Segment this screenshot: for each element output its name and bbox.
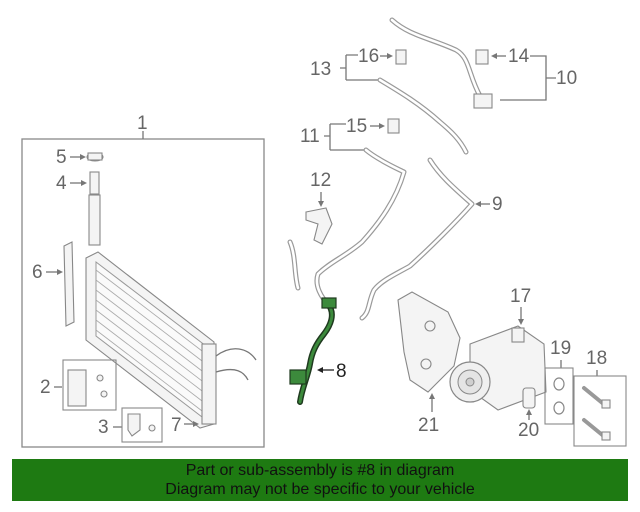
callout-12[interactable]: 12 bbox=[310, 170, 331, 191]
pipe-9-assembly bbox=[359, 157, 475, 321]
drier-part bbox=[89, 171, 100, 195]
callout-13[interactable]: 13 bbox=[310, 59, 331, 80]
valve-cap-16 bbox=[395, 49, 407, 65]
callout-19[interactable]: 19 bbox=[550, 338, 571, 359]
bolt-parts bbox=[582, 386, 611, 441]
clip-part bbox=[127, 413, 141, 437]
pipe-10-assembly bbox=[377, 17, 493, 155]
callout-7[interactable]: 7 bbox=[171, 415, 182, 436]
callout-3[interactable]: 3 bbox=[98, 417, 109, 438]
bracket-12 bbox=[305, 207, 333, 245]
banner-line-1: Part or sub-assembly is #8 in diagram bbox=[185, 462, 455, 479]
callout-20[interactable]: 20 bbox=[518, 420, 539, 441]
highlighted-hose-8 bbox=[289, 297, 337, 405]
clip-kit-box bbox=[121, 407, 163, 443]
valve-cap-14 bbox=[475, 49, 489, 65]
callout-15[interactable]: 15 bbox=[346, 116, 367, 137]
callout-9[interactable]: 9 bbox=[492, 194, 503, 215]
info-banner: Part or sub-assembly is #8 in diagram Di… bbox=[12, 459, 628, 501]
callout-1[interactable]: 1 bbox=[137, 113, 148, 134]
callout-2[interactable]: 2 bbox=[40, 377, 51, 398]
condenser-core bbox=[85, 251, 257, 429]
callout-17[interactable]: 17 bbox=[510, 286, 531, 307]
bracket-kit-box bbox=[62, 359, 117, 411]
callout-16[interactable]: 16 bbox=[358, 46, 379, 67]
oring-kit-box bbox=[544, 367, 574, 425]
callout-11[interactable]: 11 bbox=[300, 126, 320, 147]
compressor-bracket-21 bbox=[397, 291, 461, 393]
pipe-11-assembly bbox=[287, 147, 407, 307]
callout-14[interactable]: 14 bbox=[508, 46, 530, 67]
callout-21[interactable]: 21 bbox=[418, 415, 439, 436]
callout-8[interactable]: 8 bbox=[336, 361, 347, 382]
banner-line-2: Diagram may not be specific to your vehi… bbox=[165, 481, 475, 498]
side-seal-part bbox=[63, 241, 75, 327]
callout-6[interactable]: 6 bbox=[32, 262, 43, 283]
callout-10[interactable]: 10 bbox=[556, 68, 577, 89]
valve-cap-15 bbox=[387, 118, 400, 134]
valve-20 bbox=[522, 387, 536, 409]
bracket-part bbox=[67, 369, 87, 407]
callout-4[interactable]: 4 bbox=[56, 173, 67, 194]
callout-5[interactable]: 5 bbox=[56, 147, 67, 168]
bolt-kit-box bbox=[573, 375, 627, 447]
callout-18[interactable]: 18 bbox=[586, 348, 607, 369]
